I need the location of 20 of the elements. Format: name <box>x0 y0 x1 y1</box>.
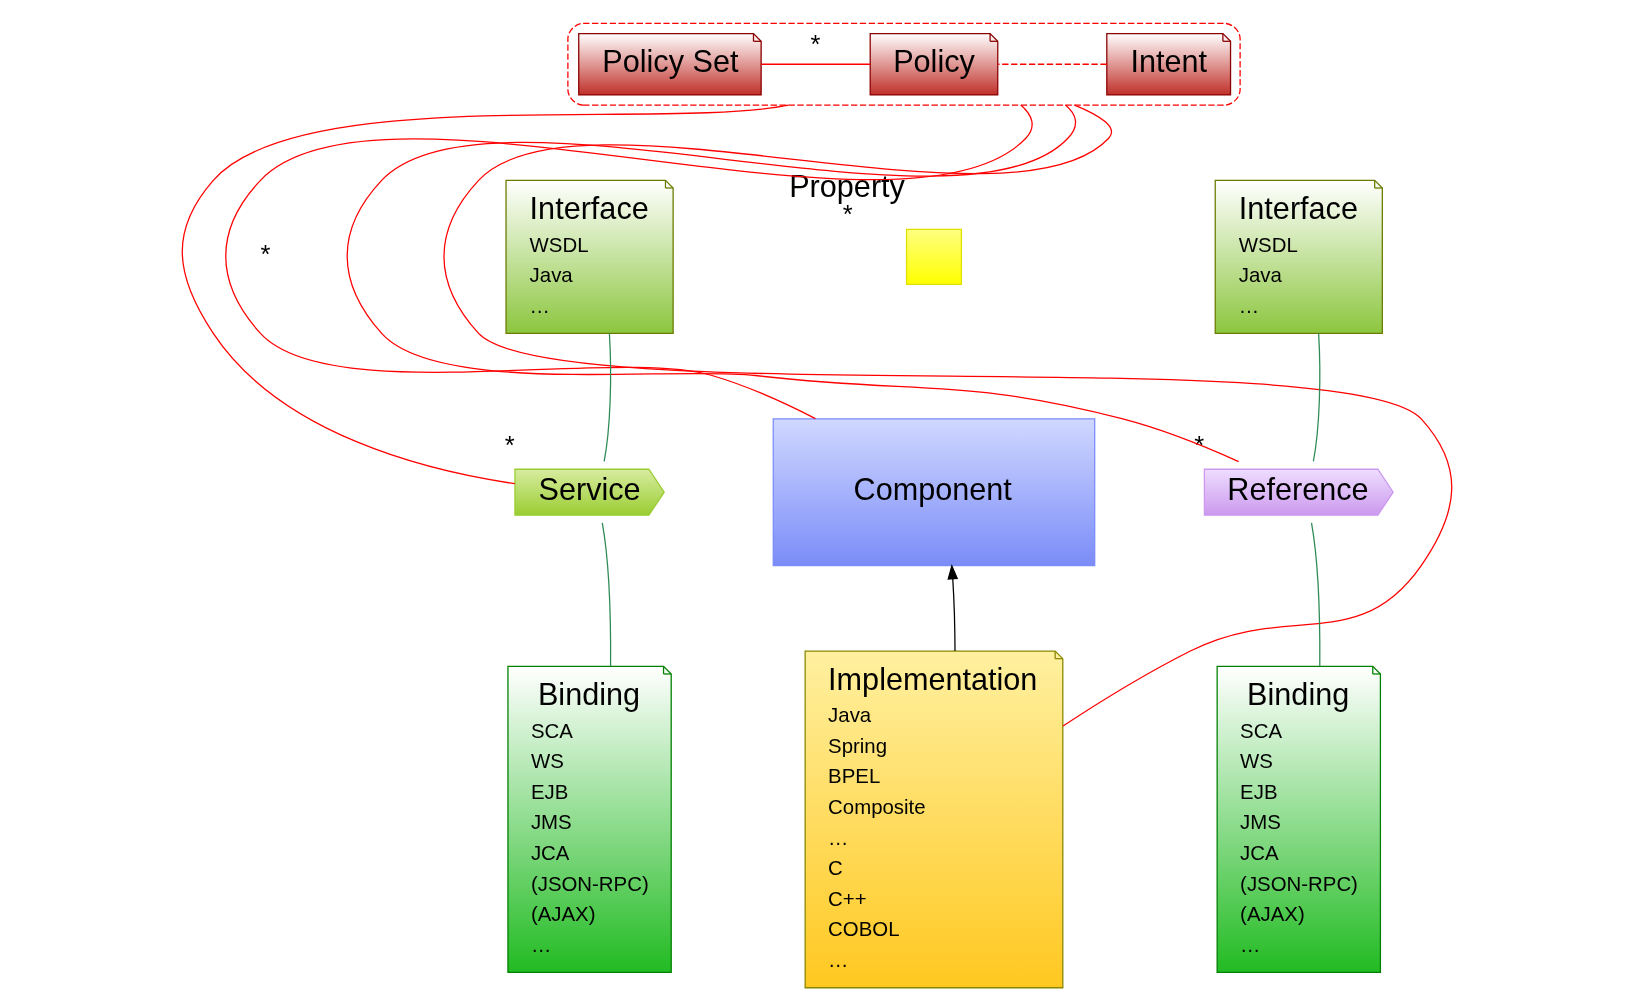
connector <box>443 104 1453 727</box>
node-label: * <box>504 430 515 459</box>
edge-label: * <box>260 240 271 269</box>
node-label: Property <box>789 168 905 203</box>
connector <box>760 63 871 65</box>
connector <box>997 63 1108 65</box>
edge-label: * <box>810 29 821 58</box>
node-box: Component <box>772 418 1096 567</box>
connector <box>1312 332 1321 463</box>
connector <box>346 104 1240 463</box>
connector <box>225 104 1033 420</box>
connector <box>1310 522 1321 667</box>
arrow <box>947 564 959 652</box>
connector <box>603 332 612 463</box>
node-label: * <box>1194 430 1205 459</box>
node-label: * <box>842 200 853 229</box>
node-box <box>905 228 963 285</box>
connector <box>181 104 790 485</box>
cluster <box>567 22 1241 106</box>
connector <box>601 522 612 667</box>
